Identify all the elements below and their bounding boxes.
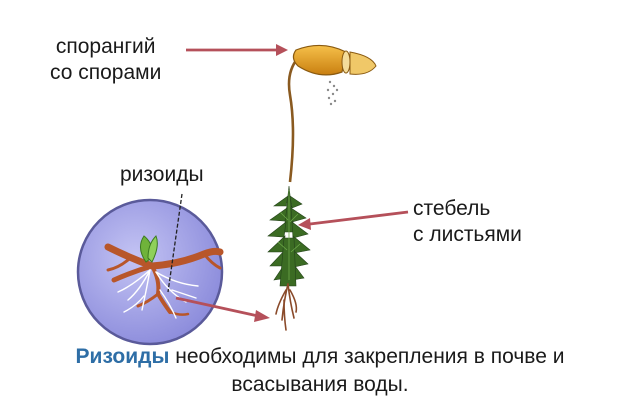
caption-line1-rest: необходимы для закрепления в почве и <box>169 345 565 368</box>
sporangium-label: спорангий со спорами <box>50 34 161 86</box>
sporangium-arrow <box>186 44 288 56</box>
stem-arrow <box>298 210 409 230</box>
stem-label-line2: с листьями <box>413 223 522 246</box>
stem-label-line1: стебель <box>413 197 491 220</box>
moss-plant <box>267 44 377 331</box>
stem-label: стебель с листьями <box>413 196 522 248</box>
caption-line2: всасывания воды. <box>231 373 409 396</box>
rhizoids-label: ризоиды <box>120 163 204 186</box>
caption: Ризоиды необходимы для закрепления в поч… <box>0 343 640 399</box>
sporangium-label-line2: со спорами <box>50 61 162 84</box>
sporangium-label-line1: спорангий <box>55 35 156 58</box>
caption-term: Ризоиды <box>75 345 170 368</box>
rhizoids-pointer <box>167 193 183 293</box>
magnified-rhizoid-circle <box>76 198 224 346</box>
caption-line1: Ризоиды необходимы для закрепления в поч… <box>0 343 640 371</box>
rhizoid-arrow <box>175 296 270 322</box>
